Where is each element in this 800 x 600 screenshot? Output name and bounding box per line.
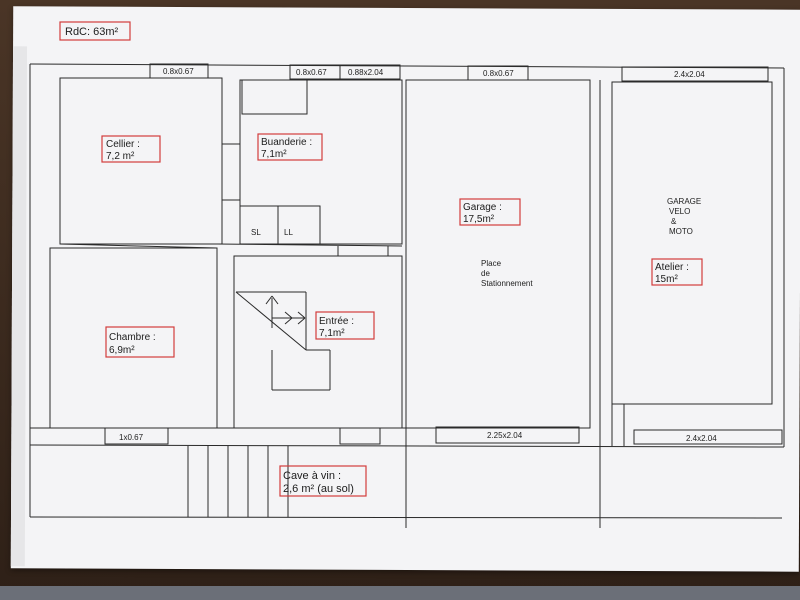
buanderie-name: Buanderie : — [261, 137, 312, 148]
dim-buanderie-door: 0.8x0.67 — [296, 68, 327, 77]
cellier-outline — [59, 77, 223, 245]
room-label-cellier: Cellier : 7,2 m² — [101, 135, 161, 163]
title-label-box — [59, 21, 131, 41]
dim-chambre-window: 1x0.67 — [119, 433, 144, 442]
cave-area: 2,6 m² (au sol) — [283, 483, 354, 495]
cave-name: Cave à vin : — [283, 470, 341, 482]
sink-sl — [239, 205, 279, 245]
plan-title: RdC: 63m² — [65, 26, 119, 38]
entree-name: Entrée : — [319, 316, 354, 327]
atelier-note-line-2: VELO — [669, 207, 690, 216]
buanderie-cabinet — [241, 79, 308, 115]
dim-atelier-door: 2.4x2.04 — [686, 434, 717, 443]
dim-entry-door: 0.88x2.04 — [348, 68, 384, 77]
cellier-area: 7,2 m² — [106, 151, 135, 162]
washer-ll — [277, 205, 321, 245]
room-label-garage: Garage : 17,5m² — [459, 198, 521, 226]
atelier-note-line-4: MOTO — [669, 227, 693, 236]
atelier-note-line-3: & — [671, 217, 677, 226]
garage-name: Garage : — [463, 202, 502, 213]
room-label-buanderie: Buanderie : 7,1m² — [257, 133, 323, 161]
entree-outline — [233, 255, 403, 429]
fixture-sl: SL — [251, 228, 261, 237]
room-label-atelier: Atelier : 15m² — [651, 258, 703, 286]
interior-walls — [30, 80, 625, 528]
buanderie-outline — [239, 79, 403, 245]
outer-walls — [29, 63, 785, 519]
dim-atelier-top: 2.4x2.04 — [674, 70, 705, 79]
fixture-ll: LL — [284, 228, 293, 237]
door-openings-bottom — [104, 426, 783, 445]
entree-area: 7,1m² — [319, 328, 345, 339]
garage-note-line-2: de — [481, 269, 490, 278]
atelier-outline — [611, 81, 773, 405]
buanderie-area: 7,1m² — [261, 149, 287, 160]
door-openings-top — [149, 63, 769, 82]
staircase — [235, 291, 331, 391]
cave-steps — [187, 446, 289, 517]
chambre-area: 6,9m² — [109, 345, 135, 356]
atelier-area: 15m² — [655, 274, 678, 285]
chambre-name: Chambre : — [109, 332, 156, 343]
garage-area: 17,5m² — [463, 214, 495, 225]
garage-note-line-3: Stationnement — [481, 279, 533, 288]
atelier-name: Atelier : — [655, 262, 689, 273]
room-label-chambre: Chambre : 6,9m² — [105, 326, 175, 358]
atelier-note-line-1: GARAGE — [667, 197, 701, 206]
garage-outline — [405, 79, 591, 429]
room-label-cave: Cave à vin : 2,6 m² (au sol) — [279, 465, 367, 497]
cellier-name: Cellier : — [106, 139, 140, 150]
dim-garage-door: 2.25x2.04 — [487, 431, 523, 440]
room-label-entree: Entrée : 7,1m² — [315, 311, 375, 340]
dim-cellier-door: 0.8x0.67 — [163, 67, 194, 76]
dim-garage-window: 0.8x0.67 — [483, 69, 514, 78]
garage-note-line-1: Place — [481, 259, 502, 268]
tablecloth — [0, 586, 800, 600]
